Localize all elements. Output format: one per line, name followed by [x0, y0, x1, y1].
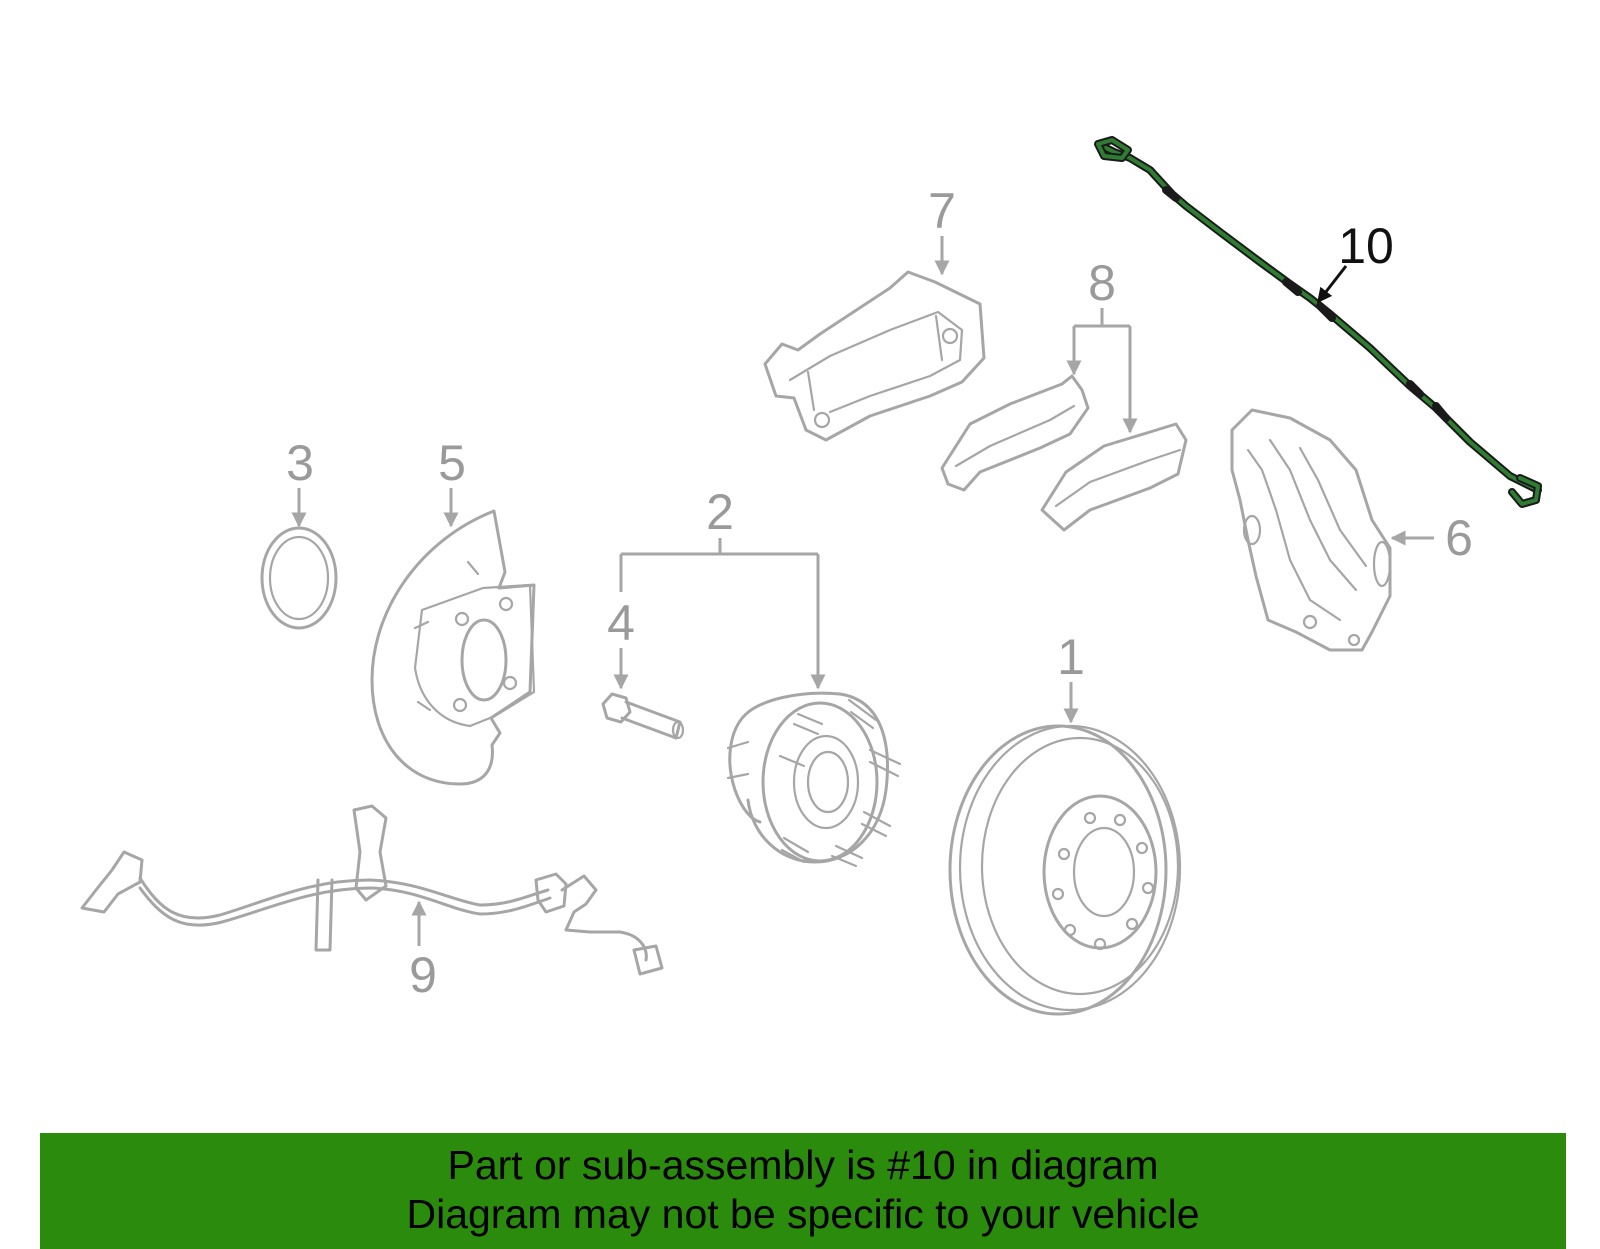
leader-8-bracket	[1066, 308, 1138, 434]
callout-9: 9	[409, 947, 437, 1003]
callout-4: 4	[607, 595, 635, 651]
banner-part-note: Part or sub-assembly is #10 in diagram	[447, 1142, 1159, 1188]
part-9-sensor-harness	[80, 804, 664, 976]
part-6-caliper	[1230, 408, 1392, 652]
callout-6: 6	[1445, 510, 1473, 566]
callout-10: 10	[1338, 218, 1394, 274]
part-7-caliper-bracket	[763, 270, 986, 442]
callout-1: 1	[1057, 629, 1085, 685]
leader-10	[1316, 265, 1348, 304]
leader-2-bracket	[619, 538, 826, 690]
callout-8: 8	[1088, 255, 1116, 311]
part-8-brake-pads	[940, 374, 1188, 532]
callout-7: 7	[928, 183, 956, 239]
part-5-splash-shield	[370, 509, 536, 786]
banner-disclaimer: Diagram may not be specific to your vehi…	[406, 1191, 1200, 1237]
callout-5: 5	[438, 435, 466, 491]
part-4-bolt	[601, 692, 685, 740]
info-banner: Part or sub-assembly is #10 in diagram D…	[40, 1133, 1566, 1249]
part-3-seal	[260, 526, 338, 630]
hub-studs	[778, 698, 902, 868]
part-10-highlighted-sensor	[1094, 136, 1542, 508]
part-1-rotor	[948, 724, 1182, 1016]
callout-2: 2	[706, 484, 734, 540]
callout-3: 3	[286, 435, 314, 491]
part-2-hub	[726, 691, 902, 868]
